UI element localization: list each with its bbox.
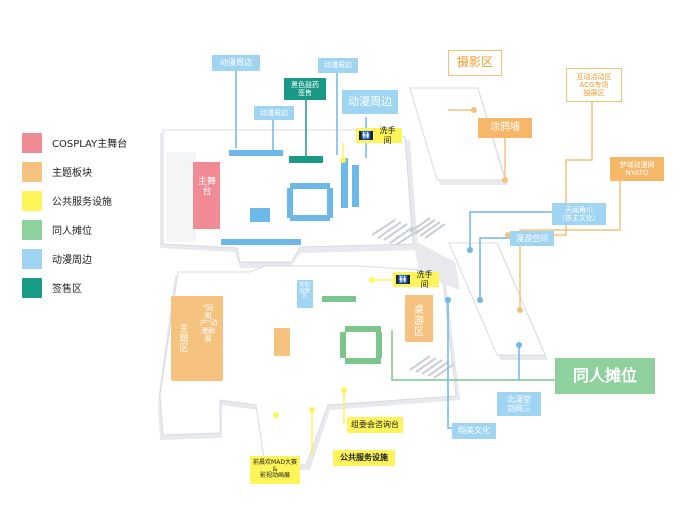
signing-booth-top <box>289 156 323 163</box>
tag-anime-2[interactable]: 动漫周边 <box>318 58 358 73</box>
legend-swatch <box>22 278 42 298</box>
legend-swatch <box>22 220 42 240</box>
restroom-label: 洗手间 <box>416 270 433 289</box>
legend-label: 签售区 <box>52 284 82 295</box>
tag-anime-3[interactable]: 动漫周边 <box>254 106 294 120</box>
tag-graffiti[interactable]: 涂鸦墙 <box>478 118 532 138</box>
legend-label: 公共服务设施 <box>52 197 112 208</box>
label-main-stage: 主舞台 <box>197 177 216 197</box>
tag-photo[interactable]: 摄影区 <box>448 50 502 76</box>
tag-anime-1[interactable]: 动漫周边 <box>212 55 260 71</box>
restroom-icon: 🚻 <box>359 130 373 141</box>
tag-committee[interactable]: 组委会咨询台 <box>347 417 403 433</box>
doujin-booths <box>322 296 382 364</box>
legend-swatch <box>22 133 42 153</box>
label-tabletop: 桌游区 <box>414 305 424 338</box>
tabletop-area <box>405 295 433 342</box>
anime-booths-upper <box>221 150 359 245</box>
main-stage <box>193 162 220 229</box>
legend-label: 同人摊位 <box>52 226 92 237</box>
theme-area <box>171 296 223 381</box>
tag-restroom-mid[interactable]: 🚻 洗手间 <box>393 270 439 289</box>
tag-tianwen[interactable]: 天闻角川 （铁主文化） <box>552 203 606 225</box>
legend-swatch <box>22 249 42 269</box>
tag-doujin[interactable]: 同人摊位 <box>555 358 655 394</box>
right-buildings <box>371 87 548 379</box>
tag-interactive[interactable]: 互动活动区 ACG专场 独展区 <box>566 68 622 102</box>
restroom-icon: 🚻 <box>396 274 410 285</box>
tag-mengyu[interactable]: 梦域动漫网 NYATO <box>610 157 664 181</box>
tag-manyou[interactable]: 漫游空间 <box>510 231 554 246</box>
tag-public-service[interactable]: 公共服务设施 <box>333 450 395 466</box>
tag-beiman[interactable]: 北漫堂 剑网三 <box>497 392 541 416</box>
tag-restroom-top[interactable]: 🚻 洗手间 <box>356 126 402 145</box>
tag-mad-contest[interactable]: 前晨欢MAD大赛 & 影视动画展 <box>250 456 300 484</box>
legend-label: COSPLAY主舞台 <box>52 139 128 150</box>
tag-anime-big[interactable]: 动漫周边 <box>342 90 398 114</box>
tag-yumei[interactable]: 翔美文化 <box>452 423 496 439</box>
legend-label: 主题板块 <box>52 168 92 179</box>
legend-swatch <box>22 162 42 182</box>
tag-signing-top[interactable]: 黑色鼓药 签售 <box>284 78 326 100</box>
legend-swatch <box>22 191 42 211</box>
legend-label: 动漫周边 <box>52 255 92 266</box>
label-signing-small: 签售/应援区 <box>299 282 311 299</box>
restroom-label: 洗手间 <box>379 126 396 145</box>
signing-small-booth <box>297 280 313 308</box>
theme-small <box>274 328 290 356</box>
lower-hall <box>158 265 460 470</box>
label-theme-area: 主题区 <box>179 324 189 354</box>
label-theme-exhibit: "同期产"动漫剧展 <box>200 304 218 343</box>
